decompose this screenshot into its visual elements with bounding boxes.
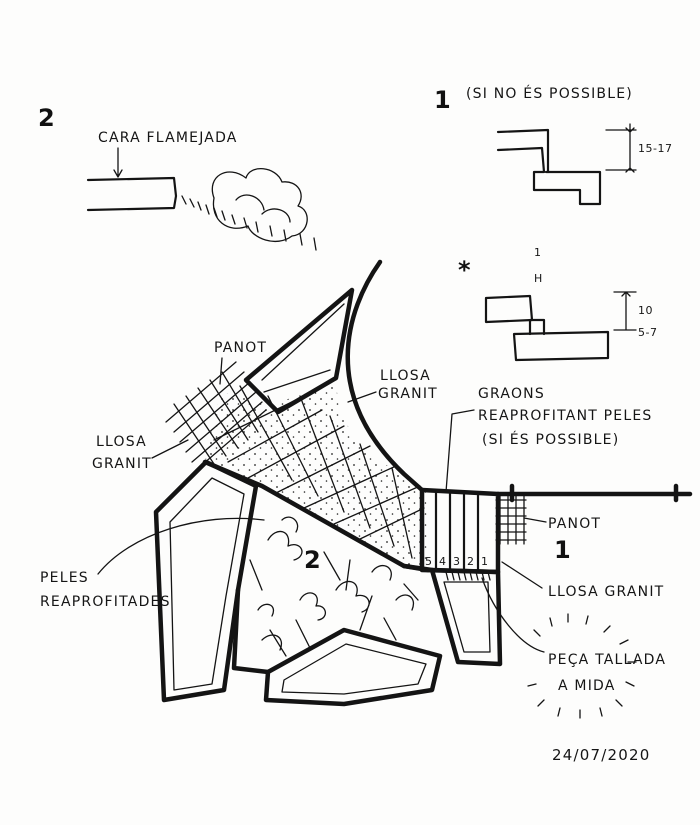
panot-label-right: PANOT (548, 516, 601, 532)
peca-tallada-leader (481, 577, 545, 653)
asterisk-mark: * (458, 256, 471, 284)
detail-1-number: 1 (434, 86, 451, 114)
detail-1-step-section: 1 (SI NO ÉS POSSIBLE) 15-17 (434, 85, 672, 206)
slab-upper-inner (261, 303, 345, 393)
dim-10-label: 10 (638, 304, 653, 317)
dim-15-17-label: 15-17 (638, 142, 672, 155)
step-profile-outline (496, 128, 550, 174)
step-number-5: 5 (425, 555, 433, 568)
lower-step-block (512, 330, 610, 362)
panot-leader-top (219, 357, 223, 385)
upper-level-edge (495, 483, 693, 503)
planting-zone-number-2: 2 (304, 546, 321, 574)
reclaimed-slab-lower (263, 627, 443, 707)
panot-label-top: PANOT (214, 340, 267, 356)
peles-label-1: PELES (40, 570, 89, 586)
graons-leader (445, 409, 475, 493)
graons-label-2: REAPROFITANT PELES (478, 408, 652, 424)
dim-h-label: H (534, 272, 543, 285)
step-risers (434, 490, 480, 573)
detail-ref-number-1: 1 (554, 536, 571, 564)
upper-step-block (484, 294, 534, 324)
llosa-granit-leader-left (151, 439, 189, 459)
annotations: PANOT LLOSA GRANIT LLOSA GRANIT GRAONS R… (40, 340, 666, 764)
sketch-date: 24/07/2020 (552, 746, 650, 764)
planting-bed-edge (231, 563, 435, 675)
shrub-sketch (211, 168, 308, 242)
graons-label-3: (SI ÉS POSSIBLE) (482, 431, 619, 448)
ground-hatch (181, 195, 317, 251)
dimension-15-17 (605, 123, 637, 173)
peles-label-2: REAPROFITADES (40, 594, 171, 610)
llosa-granit-label-left-2: GRANIT (92, 456, 152, 472)
llosa-granit-label-right: LLOSA GRANIT (548, 584, 664, 600)
detail-2-number: 2 (38, 104, 55, 132)
slab-left-inner (169, 477, 245, 691)
cara-flamejada-label: CARA FLAMEJADA (98, 130, 238, 146)
dimension-10 (613, 291, 637, 331)
reclaimed-slab-right (429, 567, 503, 667)
peles-leader (97, 517, 265, 575)
panot-hatch-right (495, 495, 527, 545)
step-number-1: 1 (481, 555, 489, 568)
peca-tallada-label-1: PEÇA TALLADA (548, 652, 666, 668)
dim-5-7-label: 5-7 (638, 326, 657, 339)
graons-label-1: GRAONS (478, 386, 545, 402)
llosa-granit-label-top-1: LLOSA (380, 368, 431, 384)
curved-path-edge (345, 259, 425, 493)
llosa-granit-leader-right (501, 561, 543, 589)
planting-sketch (249, 516, 419, 657)
step-number-3: 3 (453, 555, 461, 568)
peca-tallada-emphasis-marks (527, 613, 637, 719)
detail-2-cara-flamejada: 2 CARA FLAMEJADA (38, 104, 317, 251)
step-nosing-hatch (445, 571, 491, 581)
slab-right-inner (443, 581, 491, 653)
llosa-granit-label-left-1: LLOSA (96, 434, 147, 450)
steps: 5 4 3 2 1 (419, 487, 501, 581)
panot-leader-right (523, 517, 547, 523)
detail-asterisk-step-section: * 1 H 10 5-7 (458, 246, 657, 362)
step-joint (528, 318, 546, 336)
reclaimed-slab-upper (243, 287, 355, 415)
granite-paving-area (205, 384, 428, 570)
peca-tallada-label-2: A MIDA (558, 678, 616, 694)
llosa-granit-label-top-2: GRANIT (378, 386, 438, 402)
slab-lower-inner (281, 643, 427, 695)
step-number-2: 2 (467, 555, 475, 568)
main-plan: 5 4 3 2 1 2 1 (153, 259, 693, 707)
cara-flamejada-arrow (113, 147, 123, 178)
step-number-4: 4 (439, 555, 447, 568)
si-no-es-possible-label: (SI NO ÉS POSSIBLE) (466, 85, 633, 102)
panot-hatch-left (165, 361, 267, 471)
granite-slab-section (86, 176, 178, 212)
llosa-granit-leader-top (347, 391, 377, 403)
step-profile-upper (496, 146, 602, 206)
dim-1-label: 1 (534, 246, 542, 259)
paving-grid (213, 385, 425, 559)
